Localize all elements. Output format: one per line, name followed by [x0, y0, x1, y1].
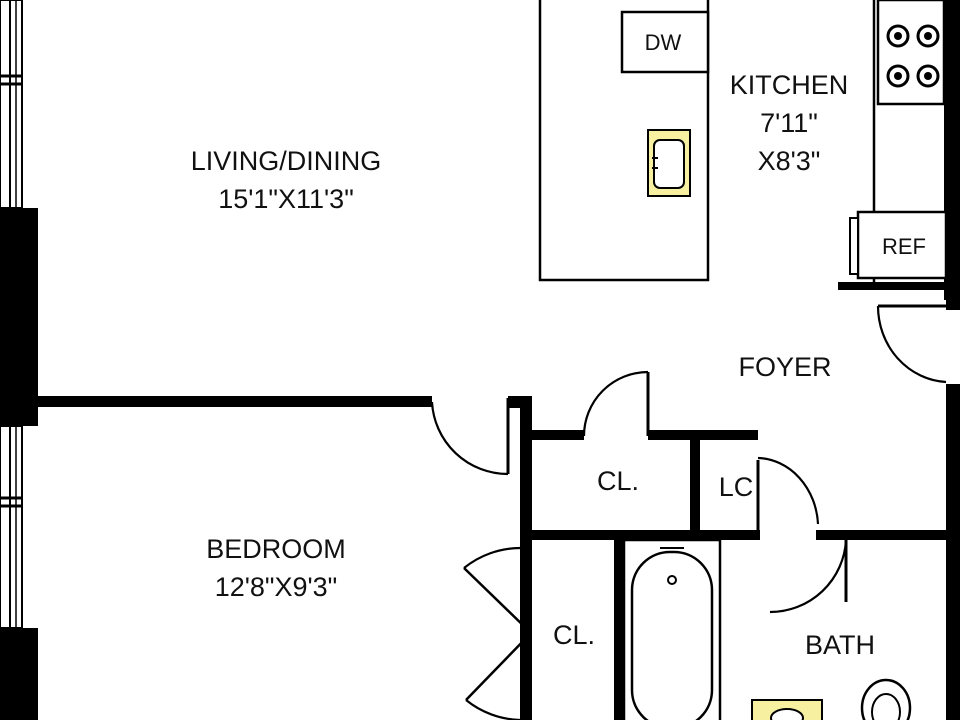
bath-name: BATH [805, 630, 875, 660]
closet-walls [520, 396, 948, 720]
living-name: LIVING/DINING [191, 146, 382, 176]
sink-icon [647, 129, 691, 197]
dishwasher-label: DW [645, 30, 682, 55]
door-swing-icon [876, 304, 947, 384]
room-label-living: LIVING/DINING 15'1"X11'3" [191, 146, 382, 214]
closet-bedroom-name: CL. [553, 620, 595, 650]
door-swing-icon [430, 398, 510, 476]
room-label-closet-top: CL. [597, 466, 639, 496]
window-icon [0, 0, 23, 629]
kitchen-dims-line2: X8'3" [758, 146, 821, 176]
room-label-linen-closet: LC [719, 472, 754, 502]
bedroom-dims: 12'8"X9'3" [215, 572, 338, 602]
bathtub-icon [622, 538, 722, 720]
room-label-bedroom: BEDROOM 12'8"X9'3" [206, 534, 346, 602]
room-label-closet-bedroom: CL. [553, 620, 595, 650]
foyer-name: FOYER [738, 352, 831, 382]
kitchen-name: KITCHEN [730, 70, 849, 100]
bedroom-name: BEDROOM [206, 534, 346, 564]
door-swing-icon [756, 456, 820, 530]
refrigerator-label: REF [882, 234, 926, 259]
room-label-foyer: FOYER [738, 352, 831, 382]
kitchen-counter [838, 0, 960, 300]
kitchen-dims-line1: 7'11" [760, 108, 818, 138]
sink-icon [751, 699, 823, 720]
refrigerator: REF [849, 210, 948, 280]
room-label-kitchen: KITCHEN 7'11" X8'3" [730, 70, 849, 176]
closet-top-name: CL. [597, 466, 639, 496]
foyer-walls [946, 300, 960, 720]
wall-living-bedroom [38, 396, 532, 408]
door-swing-icon [769, 539, 848, 614]
toilet-icon [860, 678, 912, 720]
living-dims: 15'1"X11'3" [218, 184, 354, 214]
dishwasher: DW [620, 10, 710, 74]
room-label-bath: BATH [805, 630, 875, 660]
door-swing-icon [582, 370, 650, 437]
exterior-left-wall [0, 208, 38, 720]
stove-icon [876, 0, 946, 106]
linen-closet-name: LC [719, 472, 754, 502]
